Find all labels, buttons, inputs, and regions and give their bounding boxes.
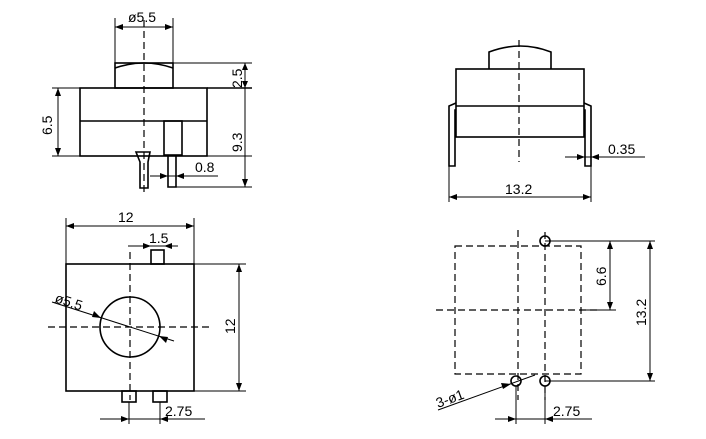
footprint-view: 6.6 13.2 3-ø1 2.75 <box>434 230 655 424</box>
dim-top-height: 12 <box>222 318 238 334</box>
top-pin-left <box>121 390 137 403</box>
dim-hole-spacing: 6.6 <box>593 266 609 286</box>
front-right-pin <box>167 155 177 188</box>
dim-side-width: 13.2 <box>505 181 532 197</box>
front-view: ø5.5 6.5 2.5 9.3 0.8 <box>39 9 252 195</box>
dim-total-height: 9.3 <box>229 132 245 152</box>
dim-pin-width: 0.8 <box>195 159 215 175</box>
top-tab <box>150 249 165 265</box>
dim-footprint-pitch: 2.75 <box>553 403 580 419</box>
dim-holes: 3-ø1 <box>434 386 467 411</box>
top-pin-right <box>152 390 168 403</box>
dim-pin-thickness: 0.35 <box>608 141 635 157</box>
side-view: 0.35 13.2 <box>448 40 645 202</box>
dim-tab-width: 1.5 <box>149 230 169 246</box>
side-button <box>488 45 552 69</box>
dim-top-width: 12 <box>118 209 134 225</box>
front-button-dome <box>114 62 174 69</box>
top-view: 12 1.5 ø5.5 12 2.75 <box>48 209 246 424</box>
dim-footprint-overall: 13.2 <box>633 299 649 326</box>
dim-button-height: 2.5 <box>229 68 245 88</box>
footprint-hole-leader <box>437 374 536 411</box>
side-body <box>455 68 585 138</box>
side-right-pin <box>583 102 592 167</box>
dim-button-diameter: ø5.5 <box>128 9 156 25</box>
dim-body-height: 6.5 <box>39 115 55 135</box>
dim-top-button-diameter: ø5.5 <box>53 290 85 314</box>
front-left-pin <box>134 151 151 189</box>
front-right-terminal <box>163 120 183 156</box>
dim-top-pin-pitch: 2.75 <box>165 403 192 419</box>
top-diameter-leader <box>51 301 175 342</box>
side-left-pin <box>448 102 457 167</box>
